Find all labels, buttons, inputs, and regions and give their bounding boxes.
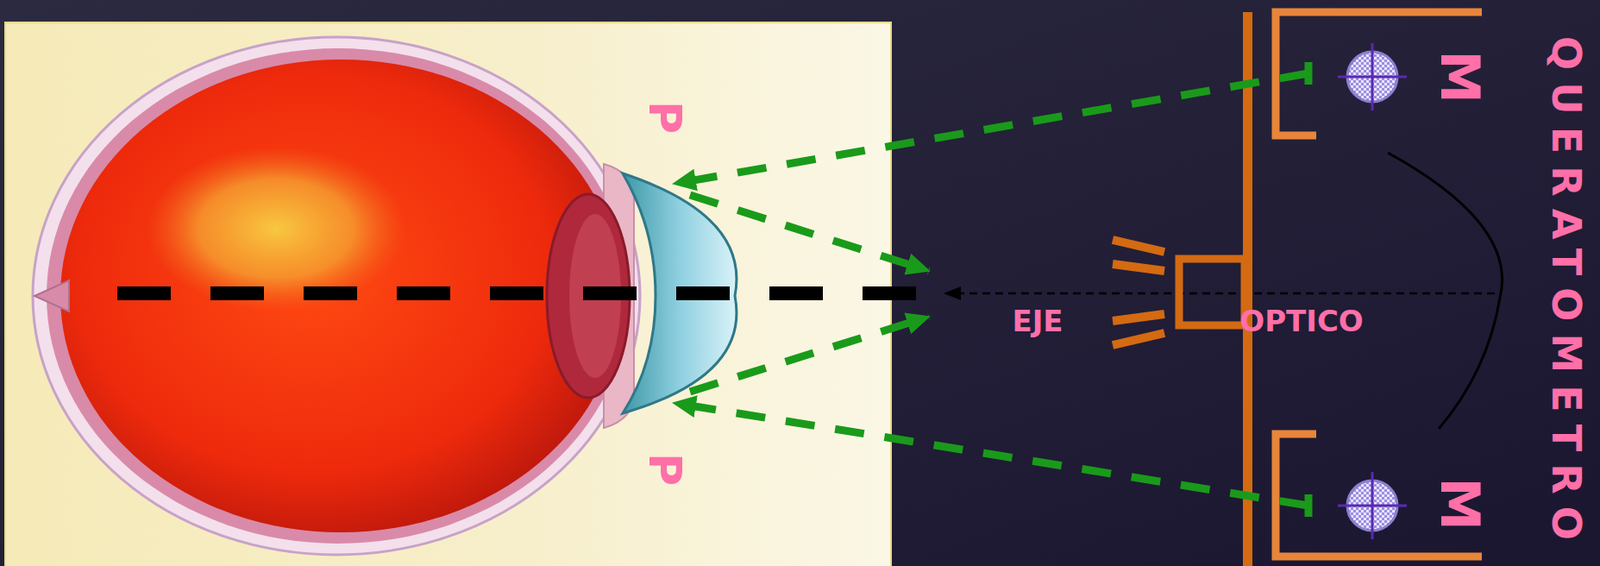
optic-nerve [34, 280, 70, 312]
part-label: M [1432, 476, 1487, 531]
part-label: M [1432, 50, 1487, 104]
axis-arrow [945, 292, 1495, 295]
part-label: P [642, 100, 688, 134]
part-label: EJE [1011, 306, 1063, 336]
light-rays [673, 62, 1309, 517]
instrument-title: QUERATOMETRO [1546, 24, 1587, 553]
part-label: OPTICO [1239, 306, 1364, 336]
eyepiece [1179, 258, 1245, 326]
macula [146, 146, 406, 311]
mire-target [1337, 43, 1407, 111]
arc [1387, 152, 1503, 429]
mire-target [1337, 471, 1407, 540]
part-label: P [642, 452, 688, 486]
lens-marks [1112, 239, 1165, 346]
optical-axis [117, 286, 944, 301]
